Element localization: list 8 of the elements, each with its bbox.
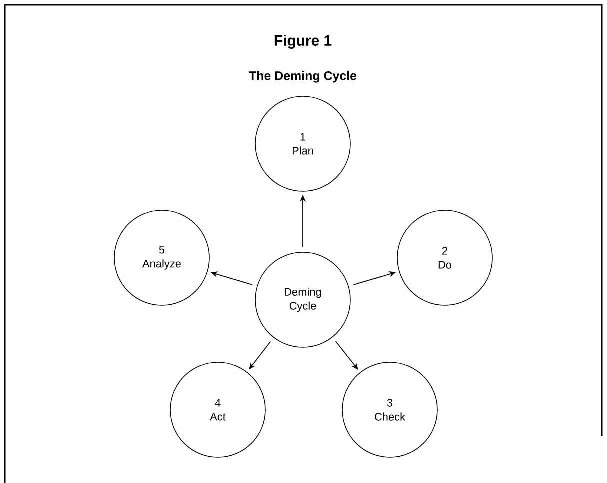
circle-node: 1 Plan xyxy=(255,96,351,192)
circle-node: 4 Act xyxy=(170,362,266,458)
circle-node: Deming Cycle xyxy=(255,252,351,348)
subtitle: The Deming Cycle xyxy=(249,71,357,83)
circle-node: 2 Do xyxy=(397,210,493,306)
circle-node: 3 Check xyxy=(342,362,438,458)
circle-node: 5 Analyze xyxy=(114,210,210,306)
figure-title: Figure 1 xyxy=(274,35,332,49)
